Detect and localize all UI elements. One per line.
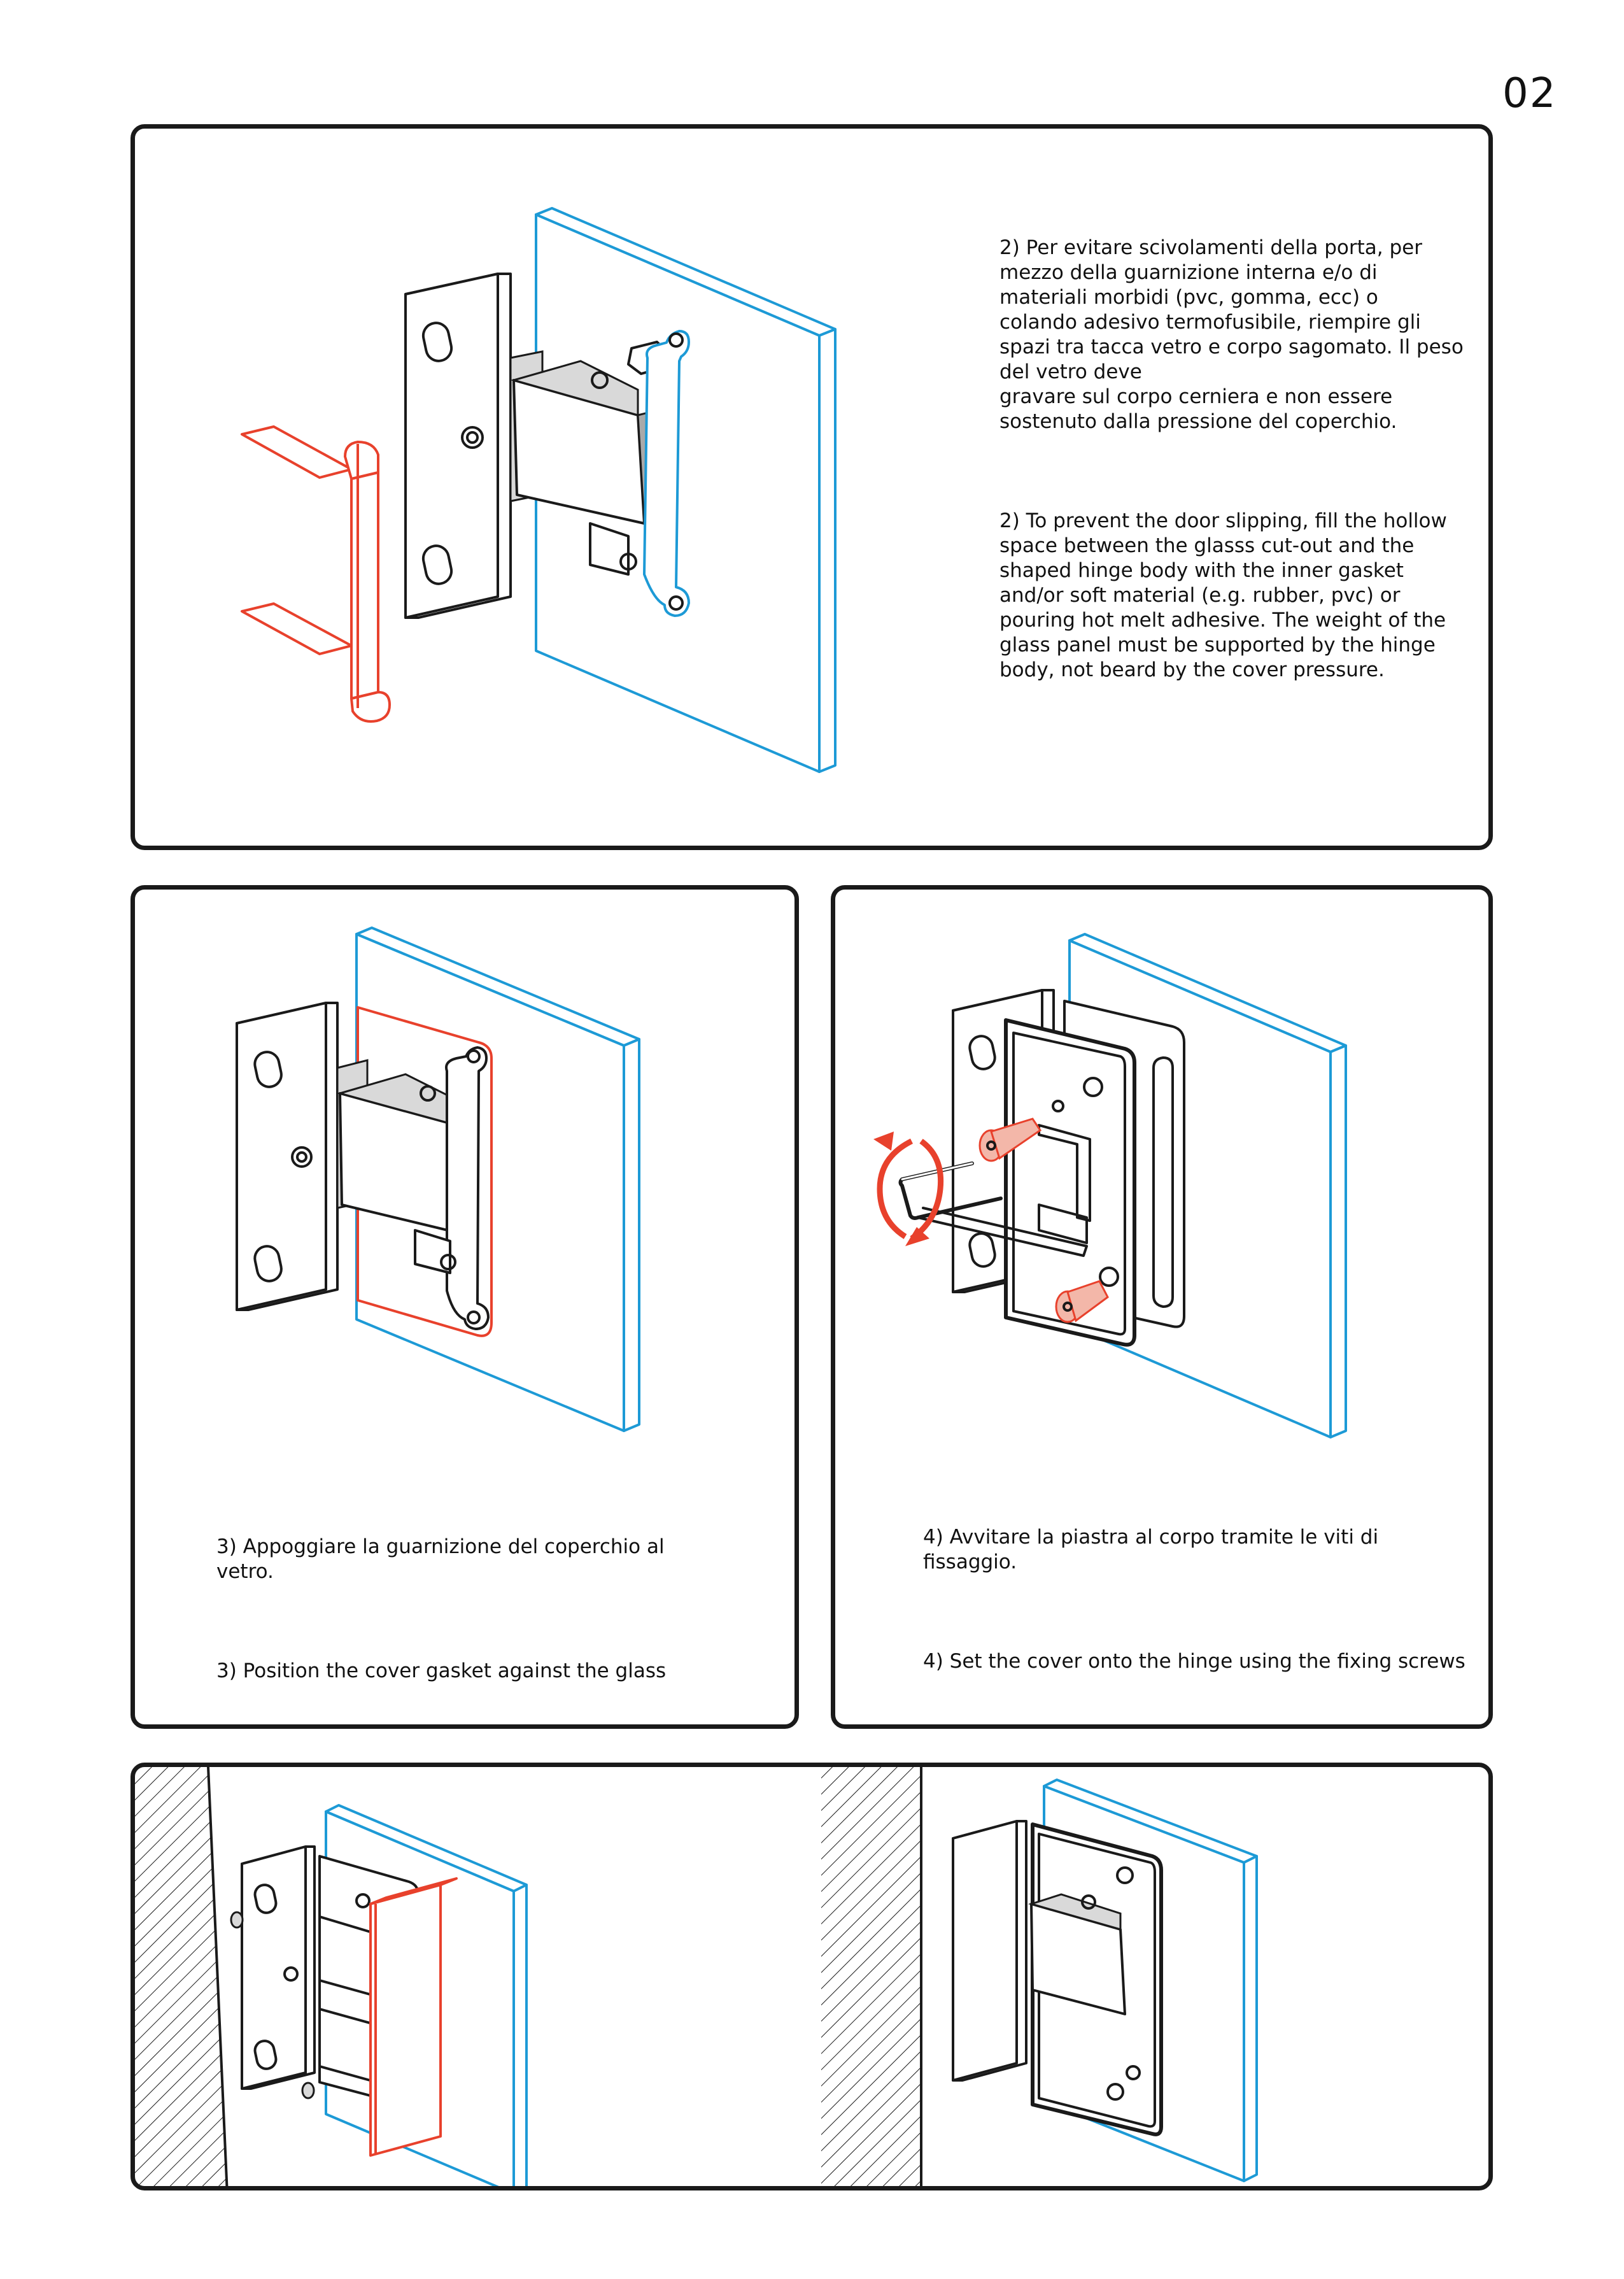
- cover-left: [369, 1877, 458, 2157]
- step-2-english: 2) To prevent the door slipping, fill th…: [999, 509, 1447, 681]
- wall-plate-left: [230, 1845, 316, 2099]
- hinge-body: [336, 1046, 490, 1330]
- wall-left: [135, 1767, 229, 2186]
- hinge-wall-plate: [404, 273, 512, 619]
- rotate-arrow-icon: [873, 1132, 944, 1246]
- cover-plate: [1004, 1018, 1136, 1347]
- fixing-screw-bottom: [1055, 1280, 1109, 1323]
- step-4-panel: 4) Avvitare la piastra al corpo tramite …: [831, 885, 1493, 1729]
- wall-right: [821, 1767, 922, 2186]
- step-4-text: 4) Avvitare la piastra al corpo tramite …: [923, 1475, 1483, 1724]
- step-3-english: 3) Position the cover gasket against the…: [216, 1659, 667, 1682]
- inner-gasket: [241, 425, 391, 723]
- step-4-illustration: [873, 933, 1347, 1438]
- wall-plate-right: [952, 1820, 1027, 2082]
- step-3-italian: 3) Appoggiare la guarnizione del coperch…: [216, 1535, 665, 1583]
- fixing-screws: [978, 1118, 1109, 1323]
- cover-fitting-illustration: [135, 1767, 1258, 2186]
- step-2-text: 2) Per evitare scivolamenti della porta,…: [999, 186, 1483, 757]
- step-3-text: 3) Appoggiare la guarnizione del coperch…: [216, 1485, 777, 1724]
- step-3-illustration: [236, 927, 640, 1432]
- step-4-english: 4) Set the cover onto the hinge using th…: [923, 1650, 1465, 1673]
- hinge-wall-plate: [236, 1002, 339, 1311]
- hinge-body: [509, 330, 690, 617]
- hinge-right: [1027, 1822, 1163, 2136]
- step-4-italian: 4) Avvitare la piastra al corpo tramite …: [923, 1526, 1379, 1573]
- step-2-illustration: [241, 207, 837, 773]
- step-2-italian: 2) Per evitare scivolamenti della porta,…: [999, 236, 1464, 433]
- step-2-panel: 2) Per evitare scivolamenti della porta,…: [131, 124, 1493, 850]
- fixing-screw-top: [978, 1118, 1042, 1162]
- page-number: 02: [1502, 70, 1557, 117]
- cover-fitting-panel: [131, 1763, 1493, 2190]
- step-3-panel: 3) Appoggiare la guarnizione del coperch…: [131, 885, 799, 1729]
